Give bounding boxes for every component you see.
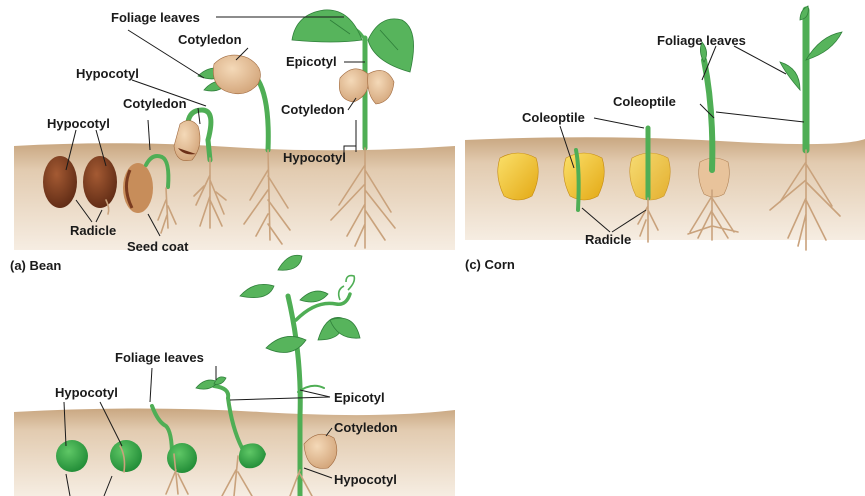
pea-label-epicotyl: Epicotyl <box>334 390 385 405</box>
bean-caption: (a) Bean <box>10 258 61 273</box>
corn-label-coleoptile-left: Coleoptile <box>522 110 585 125</box>
bean-label-seed-coat: Seed coat <box>127 239 189 254</box>
corn-label-coleoptile-right: Coleoptile <box>613 94 676 109</box>
pea-leaf-1 <box>240 284 274 297</box>
pea-label-cotyledon: Cotyledon <box>334 420 398 435</box>
pea-stage-1 <box>56 440 88 472</box>
bean-foliage-leaf-right <box>368 19 414 72</box>
bean-label-cotyledon-top: Cotyledon <box>178 32 242 47</box>
bean-label-radicle: Radicle <box>70 223 116 238</box>
pea-leaf-2 <box>278 255 302 270</box>
pea-seed-1 <box>56 440 88 472</box>
bean-label-cotyledon-right: Cotyledon <box>281 102 345 117</box>
pea-label-foliage-leaves: Foliage leaves <box>115 350 204 365</box>
bean-seed-1 <box>43 156 77 208</box>
corn-kernel-1 <box>498 153 539 200</box>
bean-label-hypocotyl-top: Hypocotyl <box>76 66 139 81</box>
bean-label-foliage-leaves: Foliage leaves <box>111 10 200 25</box>
corn-caption: (c) Corn <box>465 257 515 272</box>
bean-cotyledon-mid <box>174 120 200 160</box>
pea-leaf-3 <box>266 336 306 352</box>
corn-label-radicle: Radicle <box>585 232 631 247</box>
bean-cotyledon-right-2 <box>368 70 394 104</box>
pea-label-hypocotyl: Hypocotyl <box>55 385 118 400</box>
bean-label-hypocotyl-right: Hypocotyl <box>283 150 346 165</box>
bean-label-epicotyl: Epicotyl <box>286 54 337 69</box>
corn-stage-1 <box>498 153 539 200</box>
bean-foliage-leaf-left <box>292 10 362 42</box>
bean-label-hypocotyl-left: Hypocotyl <box>47 116 110 131</box>
corn-kernel-2 <box>564 153 605 200</box>
pea-stage-2 <box>110 440 142 472</box>
pea-seed-2 <box>110 440 142 472</box>
corn-label-foliage-leaves: Foliage leaves <box>657 33 746 48</box>
bean-seed-2 <box>83 156 117 208</box>
bean-label-cotyledon-mid: Cotyledon <box>123 96 187 111</box>
pea-label-hypocotyl-right: Hypocotyl <box>334 472 397 487</box>
bean-cotyledon-top <box>213 55 260 94</box>
